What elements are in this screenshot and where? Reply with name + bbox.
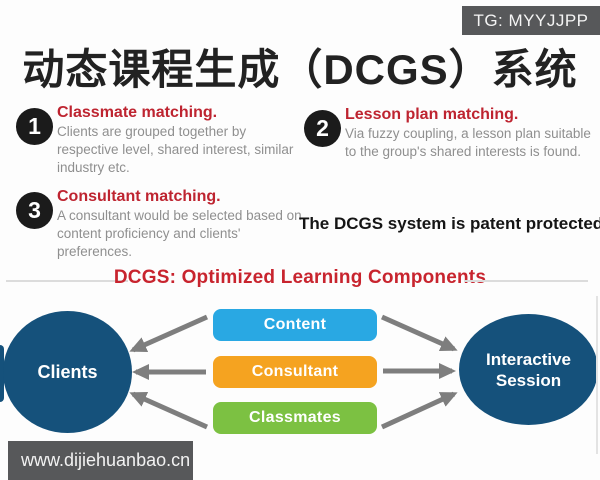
- feature-description: A consultant would be selected based on …: [57, 208, 302, 259]
- divider-line-left: [6, 280, 128, 282]
- step-number-badge: 3: [16, 192, 53, 229]
- content-box-label: Content: [263, 316, 327, 333]
- feature-description: Via fuzzy coupling, a lesson plan suitab…: [345, 126, 591, 159]
- watermark-url: www.dijiehuanbao.cn: [8, 441, 193, 480]
- section-heading: DCGS: Optimized Learning Components: [113, 267, 487, 288]
- classmates-box-label: Classmates: [249, 409, 341, 426]
- interactive-session-label: Interactive Session: [485, 349, 572, 390]
- feature-description: Clients are grouped together by respecti…: [57, 124, 294, 175]
- divider-line-right: [464, 280, 588, 282]
- telegram-badge: TG: MYYJJPP: [462, 6, 600, 35]
- feature-heading: Lesson plan matching.: [345, 106, 519, 123]
- feature-heading: Classmate matching.: [57, 104, 218, 121]
- consultant-box: Consultant: [213, 356, 377, 388]
- page-title: 动态课程生成（DCGS）系统: [22, 46, 578, 93]
- arrow-classmates-to-session: [380, 391, 458, 430]
- arrow-content-to-session: [380, 314, 458, 352]
- patent-note: The DCGS system is patent protected.: [299, 214, 600, 233]
- clients-node: Clients: [3, 311, 132, 433]
- classmates-box: Classmates: [213, 402, 377, 434]
- consultant-box-label: Consultant: [251, 363, 339, 380]
- feature-item-consultant-matching: 3 Consultant matching. A consultant woul…: [16, 188, 302, 261]
- arrow-classmates-to-clients: [129, 391, 209, 430]
- right-edge-divider: [596, 296, 598, 454]
- content-box: Content: [213, 309, 377, 341]
- clients-node-label: Clients: [37, 361, 98, 382]
- cropped-circle-fragment: [0, 345, 4, 402]
- step-number-badge: 1: [16, 108, 53, 145]
- arrow-content-to-clients: [129, 314, 209, 353]
- feature-heading: Consultant matching.: [57, 188, 221, 205]
- feature-item-classmate-matching: 1 Classmate matching. Clients are groupe…: [16, 104, 296, 177]
- feature-item-lesson-plan-matching: 2 Lesson plan matching. Via fuzzy coupli…: [304, 106, 596, 161]
- interactive-session-node: Interactive Session: [459, 314, 598, 425]
- step-number-badge: 2: [304, 110, 341, 147]
